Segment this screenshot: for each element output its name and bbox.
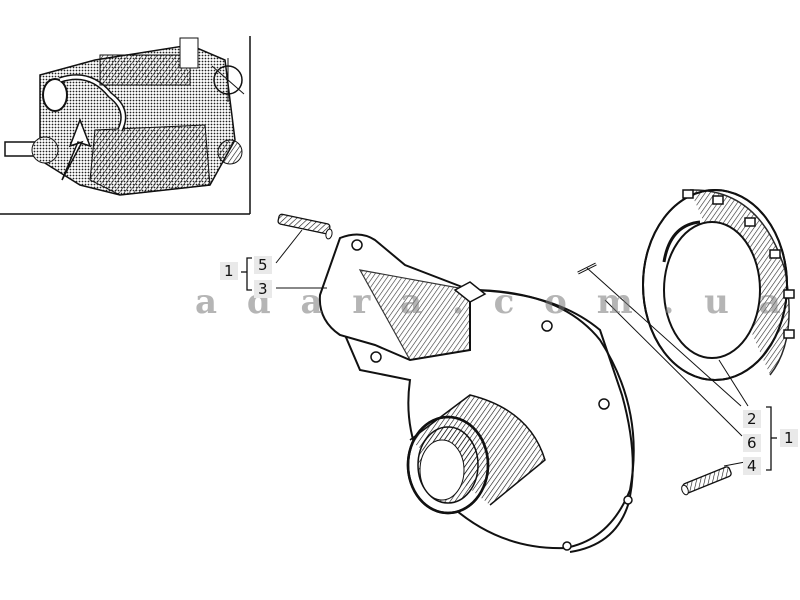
location-arrow-icon xyxy=(61,117,92,181)
callout-part-5: 5 xyxy=(254,256,272,274)
stud-bolt-lower xyxy=(681,466,732,496)
callout-group-right: 1 xyxy=(780,429,798,447)
stud-bolt-upper xyxy=(277,213,333,240)
engine-inset xyxy=(0,36,251,215)
callout-part-4: 4 xyxy=(743,457,761,475)
watermark-text: a d a r a . c o m . u a xyxy=(195,282,790,322)
cover-ring xyxy=(642,189,795,381)
callout-brackets xyxy=(241,257,777,471)
callout-part-6: 6 xyxy=(743,434,761,452)
fan-housing xyxy=(318,233,635,553)
ring-teeth xyxy=(682,189,795,339)
callout-part-3: 3 xyxy=(254,280,272,298)
engine-illustration xyxy=(4,37,245,196)
leader-lines xyxy=(275,229,749,467)
callout-group-left: 1 xyxy=(220,262,238,280)
callout-part-2: 2 xyxy=(743,410,761,428)
